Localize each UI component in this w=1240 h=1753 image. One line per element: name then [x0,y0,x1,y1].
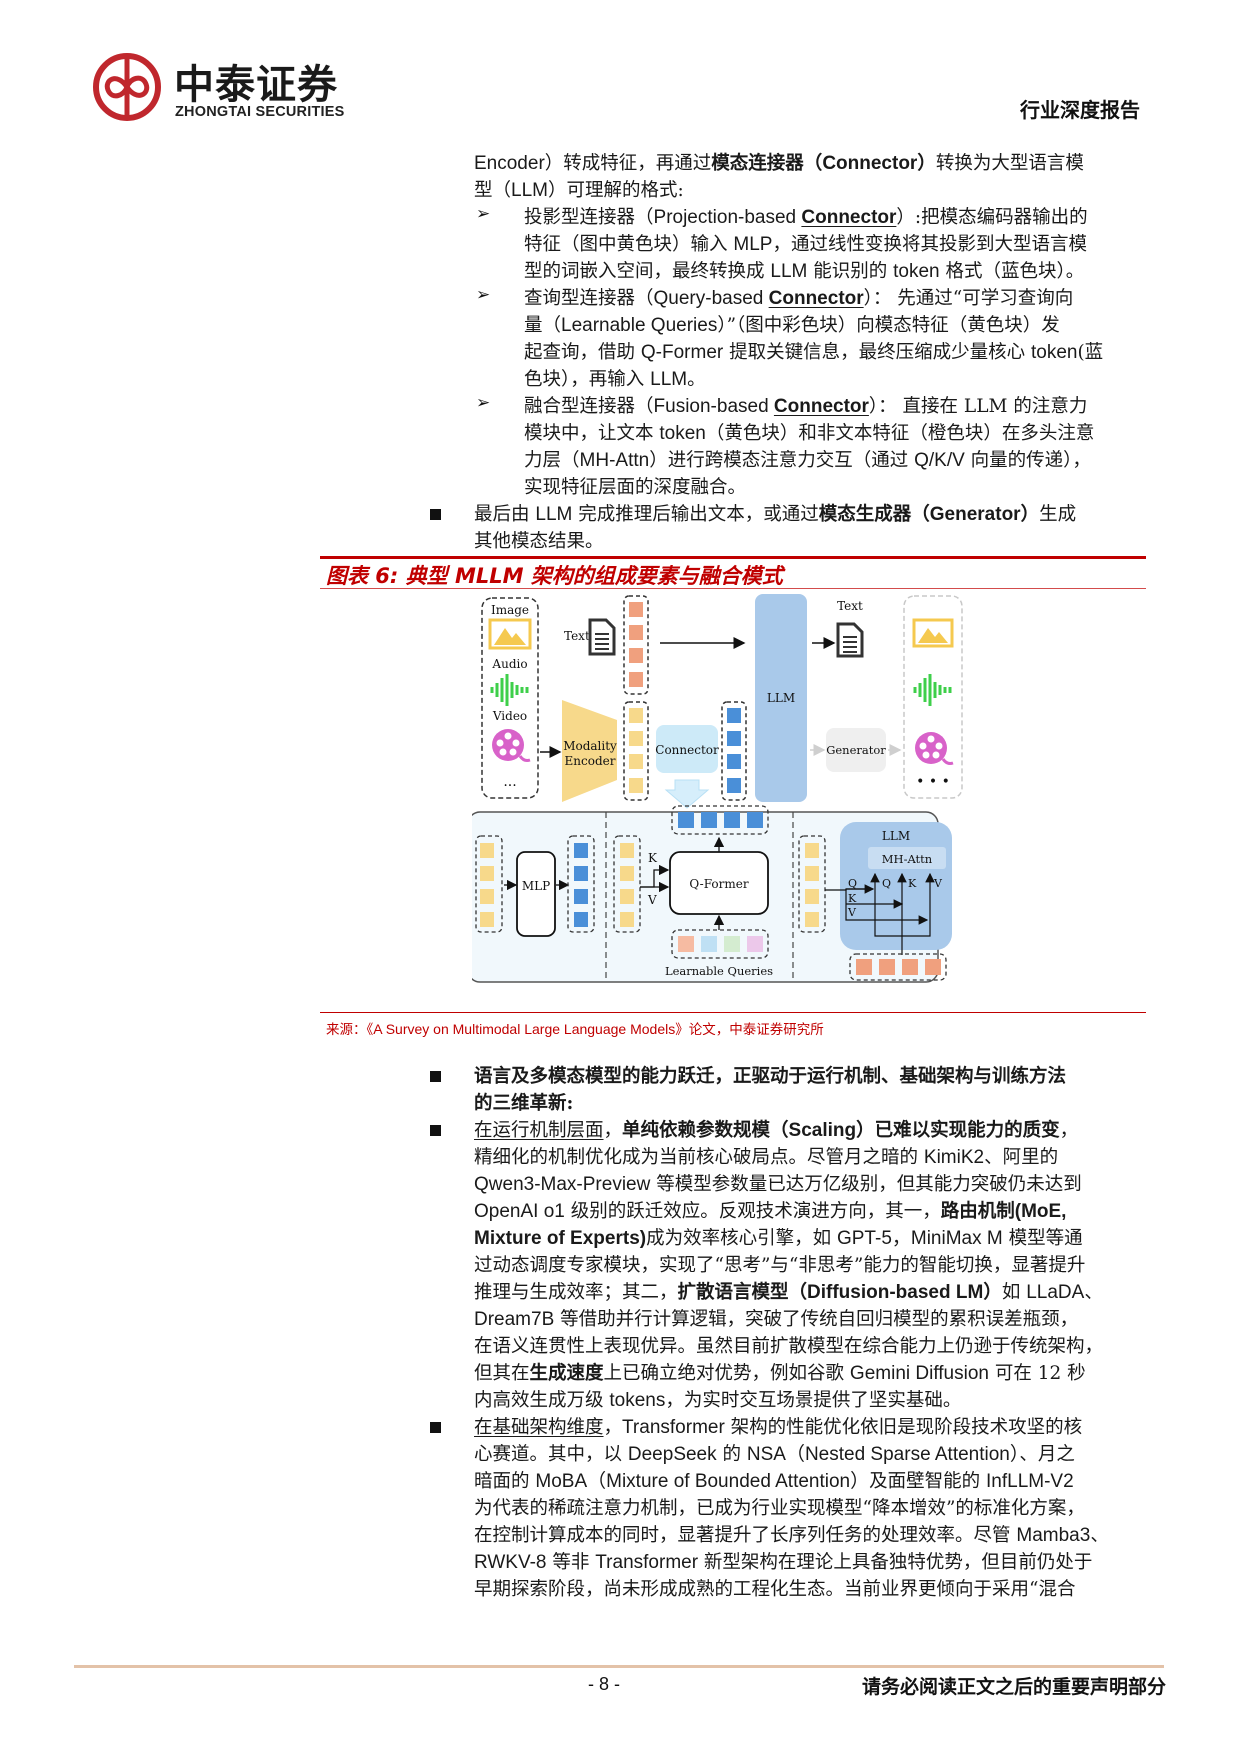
audio-waveform-icon [490,674,529,706]
svg-text:Video: Video [492,709,527,723]
arrow-bullet-icon: ➢ [476,393,491,413]
list-item-three-dimensions: 语言及多模态模型的能力跃迁，正驱动于运行机制、基础架构与训练方法 的三维革新: [430,1063,1154,1117]
fusion-connector-subdiagram: LLM MH-Attn Q K V Q K V [798,822,952,981]
svg-text:Image: Image [491,603,529,617]
svg-text:MLP: MLP [522,879,550,893]
mllm-architecture-diagram: Image Audio Video ... [467,590,992,1002]
modality-feature-column [623,701,649,801]
query-connector-subdiagram: K V Q-Former Learnable Queries [613,805,773,978]
output-text-document-icon [836,622,864,658]
list-item-projection-connector: ➢ 投影型连接器（Projection-based Connector）:把模态… [476,204,1088,282]
svg-text:Generator: Generator [826,743,886,757]
arrow-bullet-icon: ➢ [476,285,491,305]
list-item-query-connector: ➢ 查询型连接器（Query-based Connector）： 先通过“可学习… [476,285,1104,390]
list-item-fusion-connector: ➢ 融合型连接器（Fusion-based Connector）： 直接在 LL… [476,393,1095,498]
text-token-column [623,595,649,695]
svg-text:K: K [648,851,658,865]
llm-block: LLM [755,594,807,802]
expand-down-arrow-icon [664,779,710,809]
svg-text:MH-Attn: MH-Attn [882,852,933,866]
svg-text:Learnable Queries: Learnable Queries [665,964,773,978]
diagram-canvas: Image Audio Video ... [467,594,963,983]
disclaimer-notice: 请务必阅读正文之后的重要声明部分 [861,1676,1166,1698]
logo-chinese-name: 中泰证券 [174,62,338,108]
svg-text:V: V [647,893,657,907]
input-modalities-group: Image Audio Video ... [481,597,539,799]
figure-top-rule [320,556,1146,559]
figure-source: 来源：《A Survey on Multimodal Large Languag… [326,1021,824,1038]
figure-title: 图表 6: 典型 MLLM 架构的组成要素与融合模式 [326,564,783,588]
figure-bottom-rule [320,1012,1146,1013]
square-bullet-icon [430,1125,441,1136]
output-audio-waveform-icon [913,674,952,706]
text-document-icon [588,618,616,656]
page-number: - 8 - [588,1674,621,1694]
svg-text:Q: Q [848,877,857,890]
svg-text:Audio: Audio [491,657,527,671]
output-image-icon [912,618,954,648]
list-item-generator: 最后由 LLM 完成推理后输出文本，或通过模态生成器（Generator）生成 … [430,501,1154,555]
list-item-runtime-mechanism: 在运行机制层面，单纯依赖参数规模（Scaling）已难以实现能力的质变， 精细化… [430,1117,1154,1414]
svg-text:K: K [908,877,917,890]
projection-connector-subdiagram: MLP [475,835,595,937]
svg-text:Q-Former: Q-Former [689,877,748,891]
connector-section: Encoder）转成特征，再通过模态连接器（Connector）转换为大型语言模… [430,150,1154,555]
svg-text:Text: Text [564,629,590,643]
arrow-bullet-icon: ➢ [476,204,491,224]
output-modalities-group: • • • [903,595,963,799]
square-bullet-icon [430,509,441,520]
square-bullet-icon [430,1422,441,1433]
svg-text:LLM: LLM [767,691,795,705]
connector-block: Connector [655,725,719,773]
output-video-reel-icon [915,732,954,765]
svg-text:Text: Text [837,599,863,613]
connector-output-token-column [721,701,747,801]
report-type-label: 行业深度报告 [1020,98,1140,122]
svg-text:Q: Q [882,877,891,890]
image-icon [488,618,532,650]
list-item-base-architecture: 在基础架构维度，Transformer 架构的性能优化依旧是现阶段技术攻坚的核 … [430,1414,1154,1603]
figure-title-rule [320,588,1146,589]
svg-text:V: V [847,906,857,919]
svg-text:• • •: • • • [916,774,950,790]
company-logo: 中泰证券 ZHONGTAI SECURITIES [92,48,392,128]
svg-text:LLM: LLM [882,829,910,843]
intro-line-1: Encoder）转成特征，再通过模态连接器（Connector）转换为大型语言模 [474,153,1084,174]
body-section: 语言及多模态模型的能力跃迁，正驱动于运行机制、基础架构与训练方法 的三维革新: … [430,1063,1154,1603]
svg-text:V: V [933,877,943,890]
intro-line-2: 型（LLM）可理解的格式: [474,180,684,201]
logo-english-name: ZHONGTAI SECURITIES [175,104,345,120]
svg-text:K: K [848,892,857,905]
zhongtai-logo-icon [93,53,161,121]
svg-text:Connector: Connector [655,743,719,757]
generator-block: Generator [826,728,886,772]
video-reel-icon [492,729,531,762]
svg-text:...: ... [503,774,516,790]
square-bullet-icon [430,1071,441,1082]
footer-rule [74,1665,1164,1668]
connector-types-panel: MLP K V Q-Former [467,805,952,983]
